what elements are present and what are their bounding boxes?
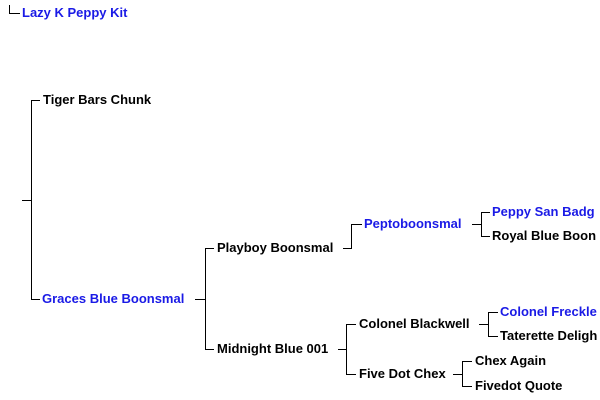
- connector-top: [9, 5, 20, 14]
- connector-midnight-bracket: [346, 324, 356, 375]
- dam-link[interactable]: Graces Blue Boonsmal: [42, 291, 185, 306]
- peptoboonsmal-link[interactable]: Peptoboonsmal: [364, 216, 462, 231]
- five-dot-chex-name: Five Dot Chex: [359, 366, 446, 381]
- colonel-blackwell-name: Colonel Blackwell: [359, 316, 470, 331]
- dam-sire-name: Playboy Boonsmal: [217, 240, 334, 255]
- connector-playboy: [343, 224, 362, 249]
- connector-root-bracket: [31, 100, 40, 300]
- taterette-delight-name: Taterette Deligh: [500, 328, 598, 343]
- peppy-san-badger-link[interactable]: Peppy San Badg: [492, 204, 595, 219]
- horse-link-lazy-k-peppy-kit[interactable]: Lazy K Peppy Kit: [22, 5, 128, 20]
- sire-name: Tiger Bars Chunk: [43, 92, 152, 107]
- connector-dam-bracket: [205, 248, 214, 350]
- colonel-freckles-link[interactable]: Colonel Freckle: [500, 304, 597, 319]
- connector-blackwell-bracket: [488, 312, 498, 337]
- royal-blue-boon-name: Royal Blue Boon: [492, 228, 597, 243]
- fivedot-quote-name: Fivedot Quote: [475, 378, 563, 393]
- connector-fivedot-bracket: [462, 361, 472, 387]
- connector-pepto-bracket: [481, 212, 490, 237]
- dam-dam-name: Midnight Blue 001: [217, 341, 329, 356]
- chex-again-name: Chex Again: [475, 353, 547, 368]
